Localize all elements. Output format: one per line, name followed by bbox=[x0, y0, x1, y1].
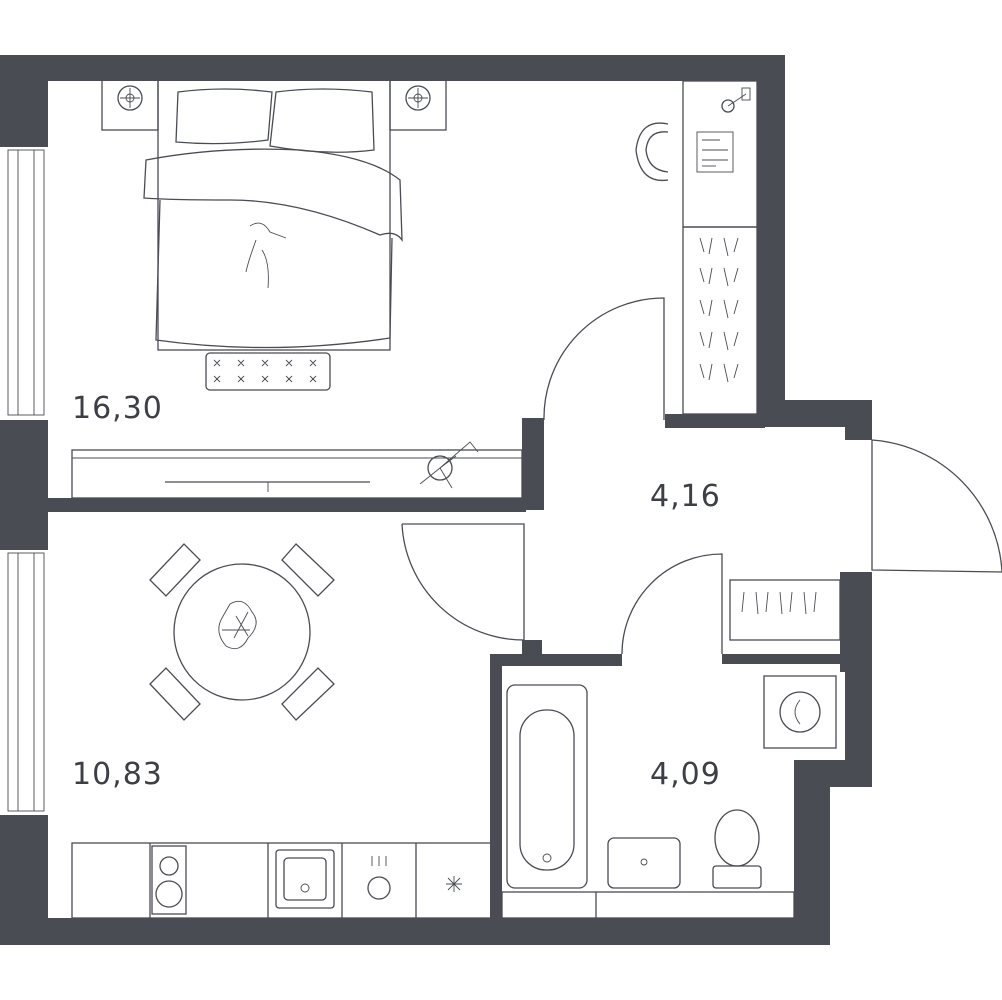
desk-chair-icon bbox=[635, 122, 669, 182]
bed-icon bbox=[143, 79, 403, 351]
kitchen-counter bbox=[71, 842, 493, 919]
oven-icon bbox=[367, 856, 391, 900]
bathroom-area-label: 4,09 bbox=[650, 757, 721, 792]
sink-icon bbox=[275, 849, 335, 909]
hall-area-label: 4,16 bbox=[650, 479, 721, 514]
cooktop-icon bbox=[446, 876, 462, 892]
door-swing-icon bbox=[401, 297, 1002, 655]
bathtub-icon bbox=[506, 684, 588, 889]
dining-table-icon bbox=[173, 563, 311, 701]
hall-shelf-icon bbox=[729, 579, 841, 641]
stove-icon bbox=[151, 845, 187, 915]
plant-icon bbox=[419, 441, 479, 489]
bathroom-counter bbox=[501, 891, 795, 919]
kitchen-area-label: 10,83 bbox=[72, 757, 163, 792]
toilet-icon bbox=[712, 809, 762, 889]
wardrobe-icon bbox=[682, 226, 758, 415]
washbasin-icon bbox=[607, 837, 681, 889]
desk-icon bbox=[682, 80, 758, 228]
dining-chair-icon bbox=[149, 543, 335, 721]
exterior-walls bbox=[0, 55, 872, 945]
washing-machine-icon bbox=[763, 675, 837, 749]
rug-icon bbox=[205, 352, 331, 391]
windows bbox=[7, 149, 45, 812]
interior-walls bbox=[48, 414, 852, 918]
bedroom-area-label: 16,30 bbox=[72, 391, 163, 426]
